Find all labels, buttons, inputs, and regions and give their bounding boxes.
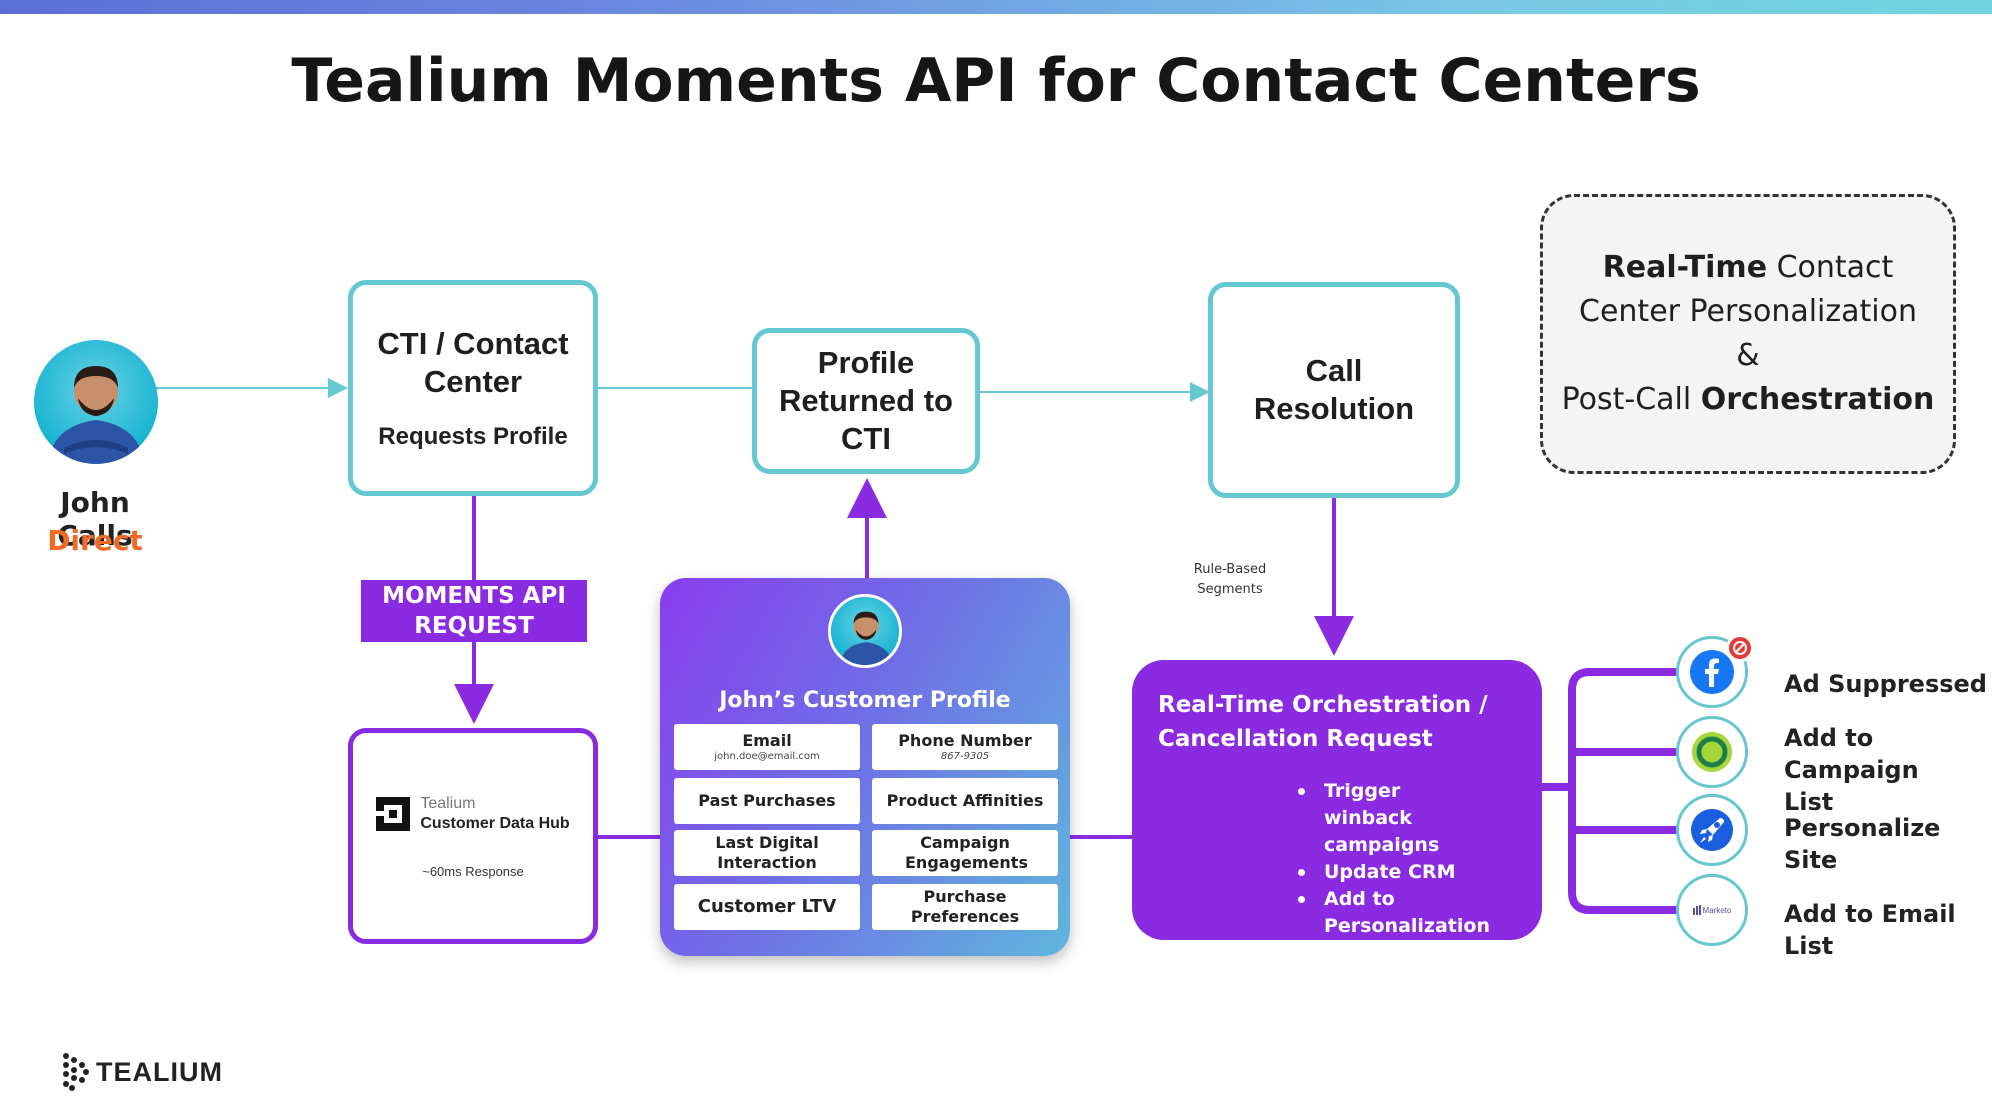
cell-label: Campaign Engagements [905, 833, 1028, 872]
profile-returned-title: Profile Returned to CTI [779, 345, 953, 456]
profile-cell-customer-ltv: Customer LTV [674, 884, 860, 930]
profile-avatar [828, 594, 902, 668]
output-label-add-to-campaign-list: Add to Campaign List [1784, 724, 1919, 816]
profile-cell-campaign-engagements: Campaign Engagements [872, 830, 1058, 876]
cell-label: Past Purchases [698, 791, 836, 810]
callout-text: Post-Call [1561, 382, 1701, 417]
top-gradient-bar [0, 0, 1992, 14]
john-name: John Calls [57, 486, 133, 552]
cell-label: Customer LTV [697, 896, 837, 917]
tealium-logo-text: TEALIUM [96, 1056, 223, 1087]
cti-box-title: CTI / Contact Center [377, 326, 569, 399]
call-resolution-box: Call Resolution [1208, 282, 1460, 498]
cell-label: Purchase Preferences [910, 887, 1020, 926]
cell-label: Product Affinities [886, 791, 1044, 810]
callout-line1: Real-Time Contact [1603, 246, 1894, 290]
cdh-response-time: ~60ms Response [422, 863, 524, 879]
orchestration-item: Update CRM [1298, 859, 1516, 886]
profile-cell-last-digital-interaction: Last Digital Interaction [674, 830, 860, 876]
orchestration-item: Trigger winback campaigns [1298, 778, 1494, 859]
orchestration-box: Real-Time Orchestration / Cancellation R… [1132, 660, 1542, 964]
cdh-product: Customer Data Hub [420, 814, 570, 832]
profile-cell-purchase-preferences: Purchase Preferences [872, 884, 1058, 930]
john-channel: Direct [47, 524, 143, 557]
marketo-logo-text: Marketo [1702, 905, 1732, 915]
cdh-logo-row: Tealium Customer Data Hub [376, 794, 570, 834]
callout-bold-orchestration: Orchestration [1700, 382, 1935, 417]
cell-detail: john.doe@email.com [714, 751, 820, 762]
call-resolution-title: Call Resolution [1253, 353, 1415, 426]
cti-box-subtitle: Requests Profile [378, 423, 568, 450]
output-label-personalize-site: Personalize Site [1784, 814, 1941, 874]
tealium-footer-logo: TEALIUM [60, 1052, 223, 1092]
moments-label-line1: MOMENTS API [382, 583, 566, 609]
output-label-ad-suppressed: Ad Suppressed [1784, 670, 1987, 698]
realtime-callout-box: Real-Time Contact Center Personalization… [1540, 194, 1956, 474]
profile-card-title: John’s Customer Profile [719, 688, 1011, 713]
moments-api-request-label: MOMENTS API REQUEST [361, 580, 587, 642]
campaign-icon [1676, 716, 1748, 788]
cell-label: Phone Number [898, 731, 1032, 750]
callout-line2: Center Personalization [1579, 294, 1917, 329]
cell-label: Last Digital Interaction [715, 833, 819, 872]
cell-label: Email [742, 731, 792, 750]
bracket-vertical [1568, 668, 1591, 914]
cell-detail: 867-9305 [940, 751, 990, 762]
cti-contact-center-box: CTI / Contact Center Requests Profile [348, 280, 598, 496]
customer-profile-card: John’s Customer Profile Email john.doe@e… [660, 578, 1070, 956]
orchestration-title: Real-Time Orchestration / Cancellation R… [1158, 692, 1488, 752]
marketo-icon: Marketo [1676, 874, 1748, 946]
callout-bold-realtime: Real-Time [1602, 250, 1768, 285]
profile-returned-box: Profile Returned to CTI [752, 328, 980, 474]
rule-based-segments-label: Rule-Based Segments [1193, 562, 1267, 597]
suppressed-badge-icon [1726, 634, 1754, 662]
callout-text: Contact [1767, 250, 1894, 285]
tealium-cdh-logo-icon [376, 796, 411, 831]
callout-line4: Post-Call Orchestration [1562, 378, 1935, 422]
profile-cell-product-affinities: Product Affinities [872, 778, 1058, 824]
john-avatar [34, 340, 158, 464]
customer-data-hub-box: Tealium Customer Data Hub ~60ms Response [348, 728, 598, 944]
rocket-icon [1676, 794, 1748, 866]
orchestration-list: Trigger winback campaigns Update CRM Add… [1298, 778, 1516, 967]
orchestration-item: Add to Personalization Group [1298, 886, 1516, 967]
moments-label-line2: REQUEST [414, 613, 534, 639]
output-label-add-to-email-list: Add to Email List [1784, 900, 1956, 960]
tealium-logo-icon [63, 1053, 89, 1091]
callout-line3: & [1736, 338, 1760, 373]
page-title: Tealium Moments API for Contact Centers [291, 46, 1701, 116]
profile-cell-phone: Phone Number 867-9305 [872, 724, 1058, 770]
profile-cell-past-purchases: Past Purchases [674, 778, 860, 824]
profile-cell-email: Email john.doe@email.com [674, 724, 860, 770]
cdh-brand: Tealium [420, 794, 476, 812]
